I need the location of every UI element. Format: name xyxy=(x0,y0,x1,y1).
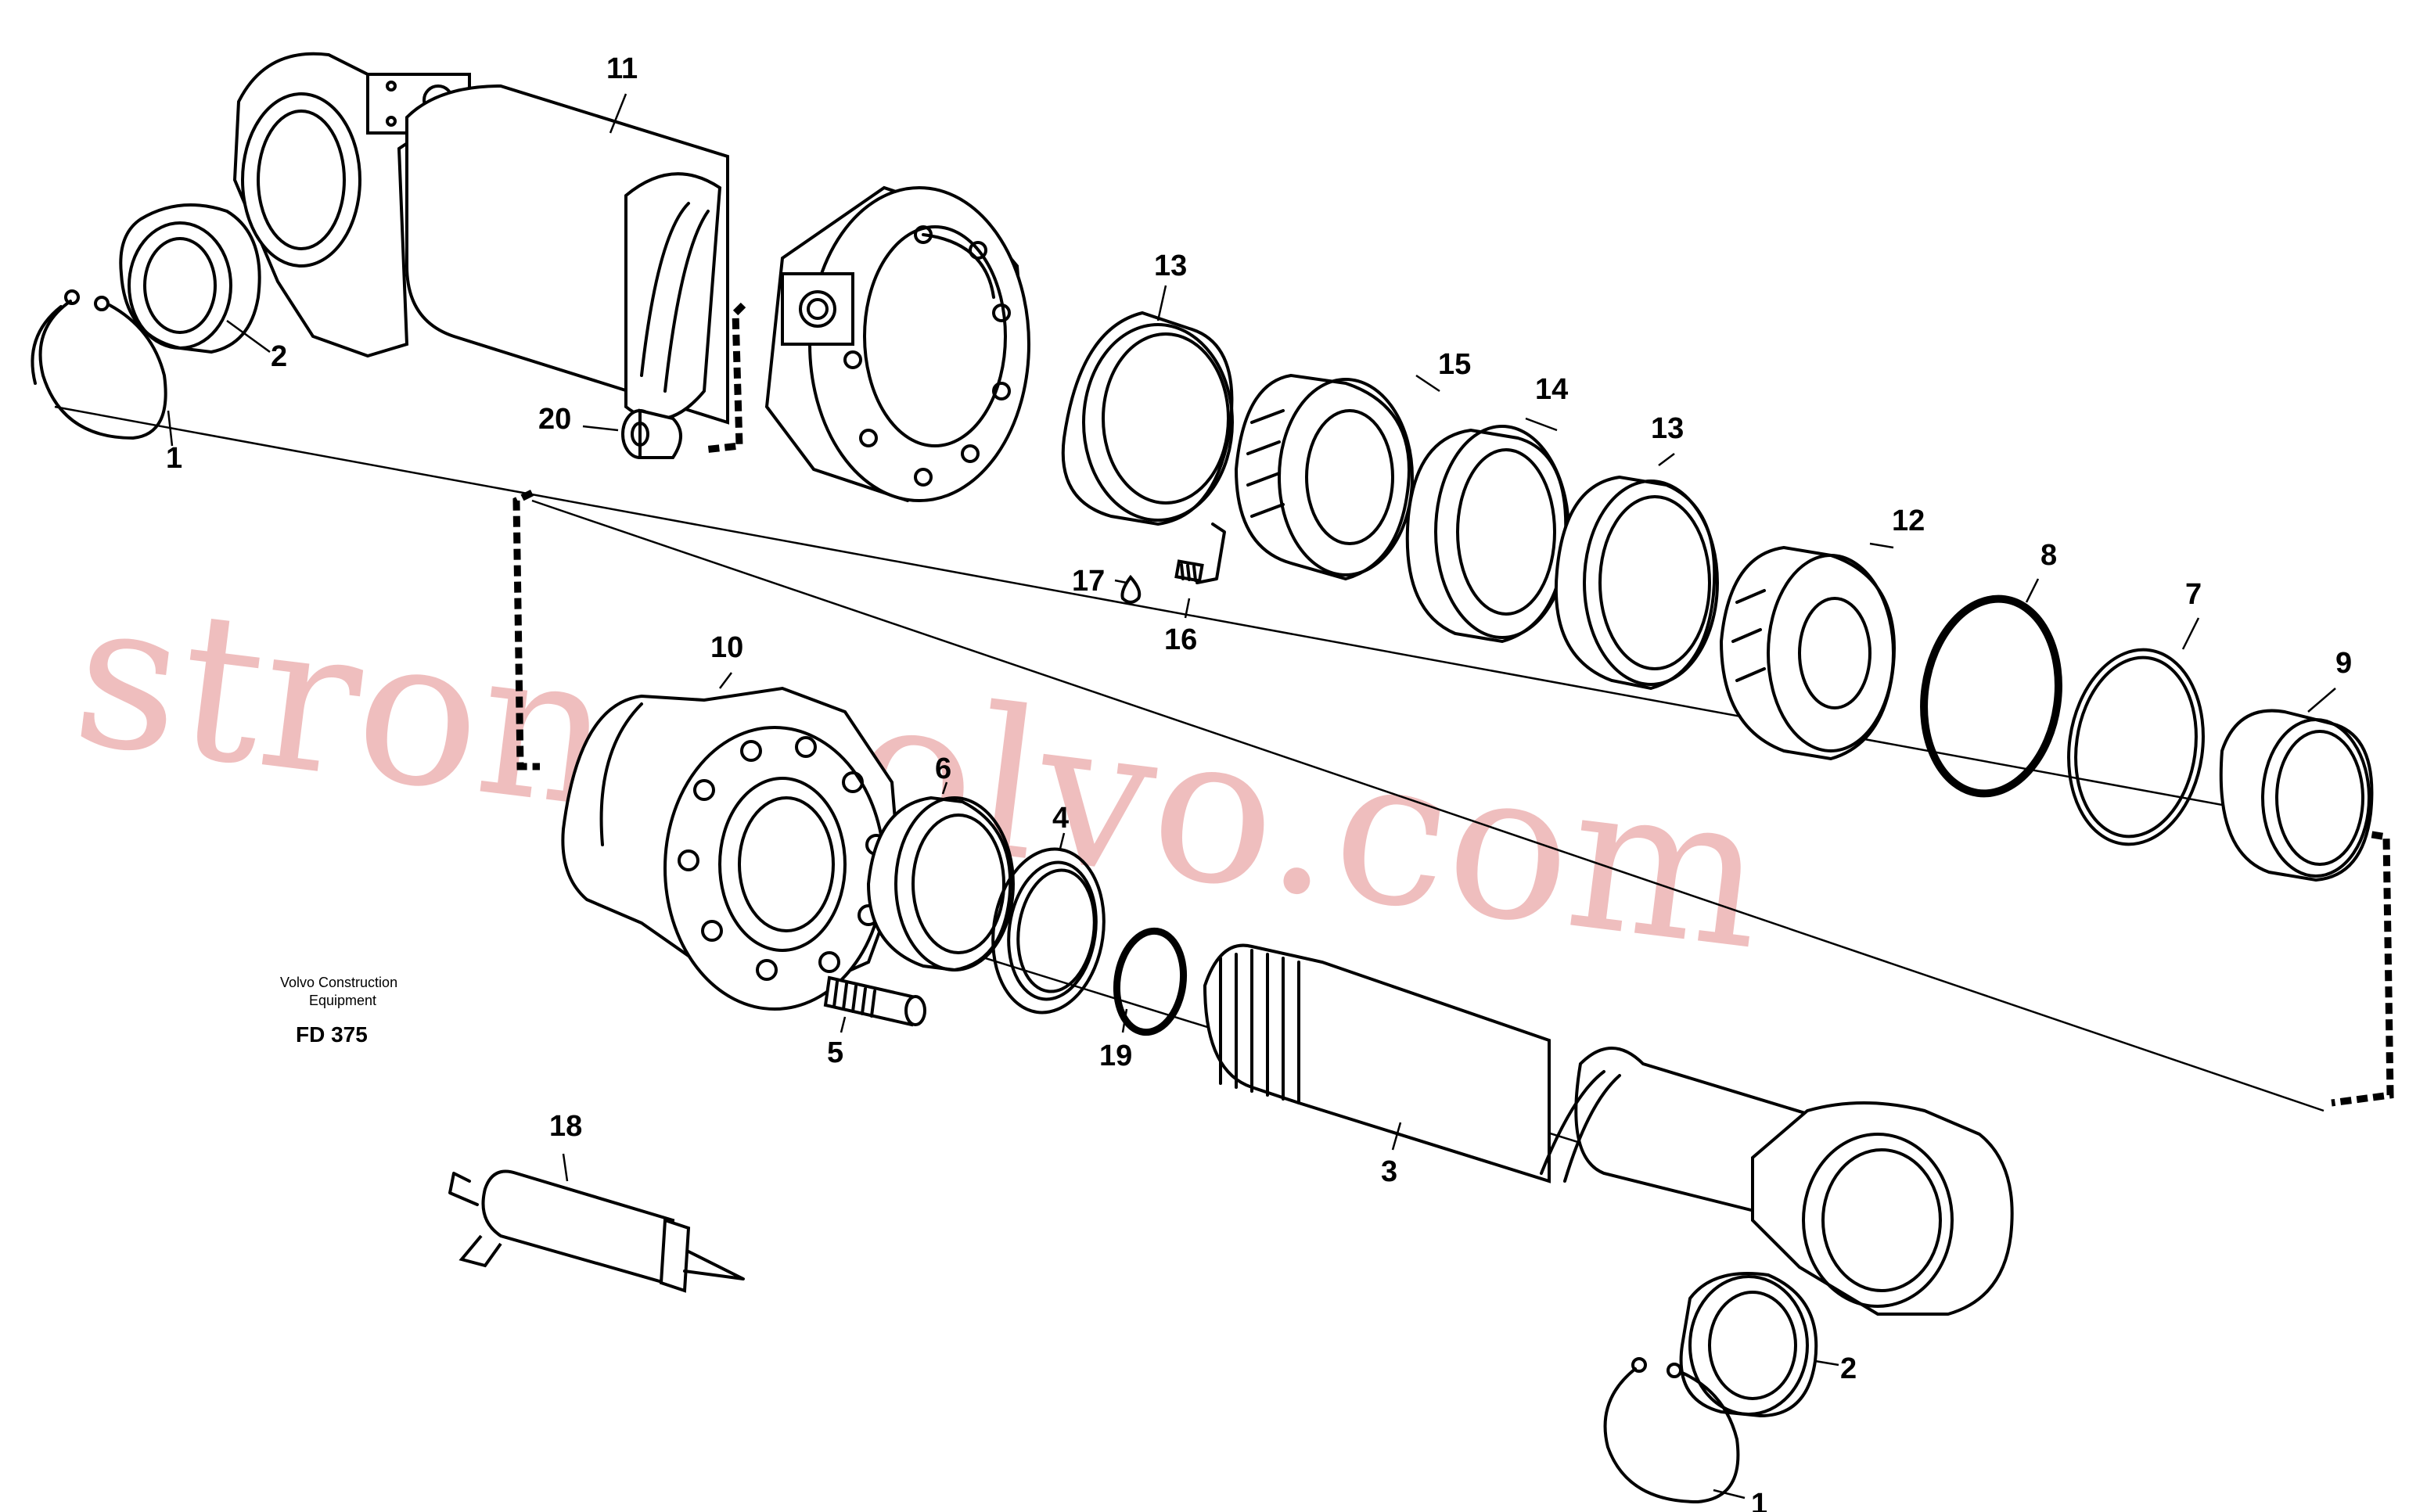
part-grease-gun-18 xyxy=(448,1169,745,1293)
dashed-path-left xyxy=(512,489,540,770)
part-cylinder-barrel xyxy=(232,52,729,425)
callout-8: 8 xyxy=(2040,539,2057,572)
callout-5: 5 xyxy=(827,1036,843,1069)
part-circlip-lower xyxy=(1603,1357,1740,1503)
callout-18: 18 xyxy=(549,1110,582,1143)
callout-20: 20 xyxy=(538,403,571,436)
dashed-path-screw xyxy=(1196,523,1226,584)
part-seal-12 xyxy=(1719,545,1896,761)
dashed-path-port xyxy=(703,302,746,454)
part-grease-drop-17 xyxy=(1120,574,1142,604)
callout-3: 3 xyxy=(1381,1155,1397,1188)
part-piston-14 xyxy=(1405,425,1570,644)
callout-2-lower: 2 xyxy=(1840,1352,1857,1385)
callout-6: 6 xyxy=(935,752,951,785)
part-backup-ring-7 xyxy=(2067,648,2205,846)
callout-10: 10 xyxy=(710,631,743,664)
part-bolt-5 xyxy=(823,975,926,1027)
part-ring-13-first xyxy=(1061,311,1234,526)
callout-15: 15 xyxy=(1438,348,1471,381)
drawing-reference: FD 375 xyxy=(296,1022,368,1047)
callout-12: 12 xyxy=(1892,505,1925,537)
part-bushing-9 xyxy=(2219,709,2374,882)
callout-17: 17 xyxy=(1072,565,1105,598)
callout-2-upper: 2 xyxy=(271,340,287,373)
part-guide-ring-15 xyxy=(1234,373,1414,581)
part-o-ring-19 xyxy=(1113,927,1188,1036)
long-assembly-line xyxy=(531,499,2325,1112)
callout-7: 7 xyxy=(2185,578,2202,611)
part-bearing-upper xyxy=(119,203,261,354)
callout-13-second: 13 xyxy=(1651,412,1684,445)
callout-16: 16 xyxy=(1164,623,1197,656)
callout-9: 9 xyxy=(2335,647,2352,680)
callout-1-upper: 1 xyxy=(166,442,182,475)
part-cylinder-head-10 xyxy=(561,686,902,1011)
leader-lines xyxy=(167,93,2336,1499)
manufacturer-line-2: Equipment xyxy=(309,993,376,1008)
upper-axis-line xyxy=(54,405,2270,815)
part-plug xyxy=(621,408,682,459)
callout-13-first: 13 xyxy=(1154,250,1187,282)
part-o-ring-8 xyxy=(1920,594,2062,798)
callout-19: 19 xyxy=(1099,1040,1132,1072)
part-circlip-upper xyxy=(31,289,167,440)
part-seal-ring-4 xyxy=(991,847,1106,1015)
callout-4: 4 xyxy=(1052,802,1069,835)
callout-1-lower: 1 xyxy=(1751,1488,1767,1512)
part-bearing-lower xyxy=(1679,1272,1818,1418)
callout-11: 11 xyxy=(606,52,638,85)
part-piston-rod-3 xyxy=(1203,943,2014,1316)
part-barrel-flange xyxy=(764,185,1030,503)
part-ring-13-second xyxy=(1554,475,1719,691)
manufacturer-line-1: Volvo Construction xyxy=(280,975,397,990)
callout-14: 14 xyxy=(1535,373,1568,406)
part-set-screw-16 xyxy=(1174,559,1204,583)
part-wiper-6 xyxy=(866,796,1015,972)
